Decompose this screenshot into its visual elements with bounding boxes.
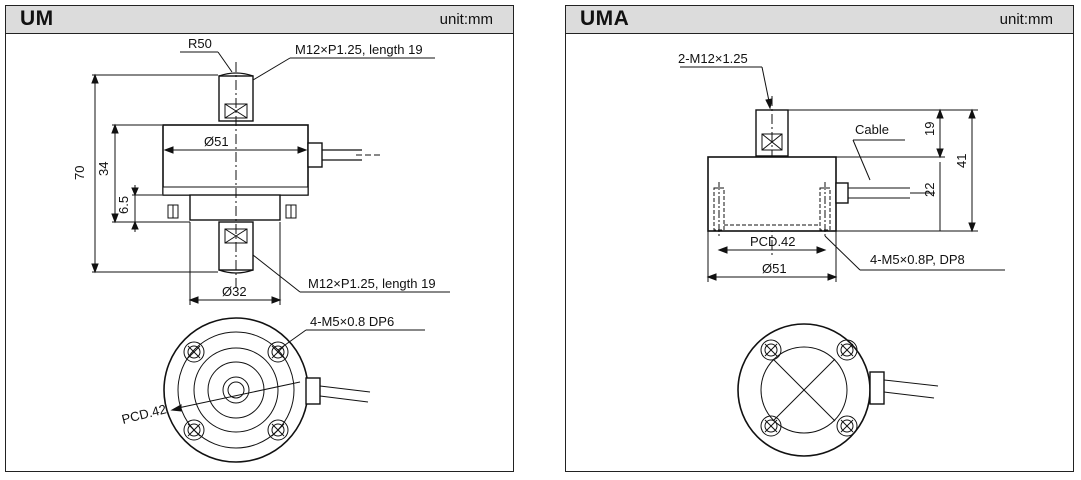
cable-label: Cable	[855, 122, 889, 137]
dia32-label: Ø32	[222, 284, 247, 299]
dia51-label: Ø51	[762, 261, 787, 276]
pcd-label: PCD.42	[120, 401, 168, 427]
uma-top-view	[737, 323, 939, 457]
dim70-label: 70	[72, 166, 87, 180]
unit-label: unit:mm	[439, 11, 493, 28]
bolt-hole-cross-icon	[760, 339, 858, 437]
dim34-label: 34	[96, 162, 111, 176]
dim22-label: 22	[922, 183, 937, 197]
panel-header: UMA unit:mm	[566, 6, 1073, 34]
um-side-view	[91, 51, 450, 305]
uma-side-view	[680, 66, 1005, 282]
r50-label: R50	[188, 36, 212, 51]
panel-title: UM	[20, 7, 54, 30]
thread-bottom-label: M12×P1.25, length 19	[308, 276, 436, 291]
dim65-label: 6.5	[116, 196, 131, 214]
panel-title: UMA	[580, 7, 630, 30]
holes-label: 4-M5×0.8P, DP8	[870, 252, 965, 267]
pcd-label: PCD.42	[750, 234, 796, 249]
dim19-label: 19	[922, 122, 937, 136]
dim41-label: 41	[954, 154, 969, 168]
dia51-label: Ø51	[204, 134, 229, 149]
labels: R50 M12×P1.25, length 19 Ø51 70 34 6.5 M…	[72, 36, 969, 427]
panel-header: UM unit:mm	[6, 6, 513, 34]
unit-label: unit:mm	[999, 11, 1053, 28]
holes-label: 4-M5×0.8 DP6	[310, 314, 394, 329]
thread-top-label: M12×P1.25, length 19	[295, 42, 423, 57]
um-top-view	[163, 317, 425, 463]
bolt-hole-cross-icon	[183, 341, 289, 441]
thread-label: 2-M12×1.25	[678, 51, 748, 66]
